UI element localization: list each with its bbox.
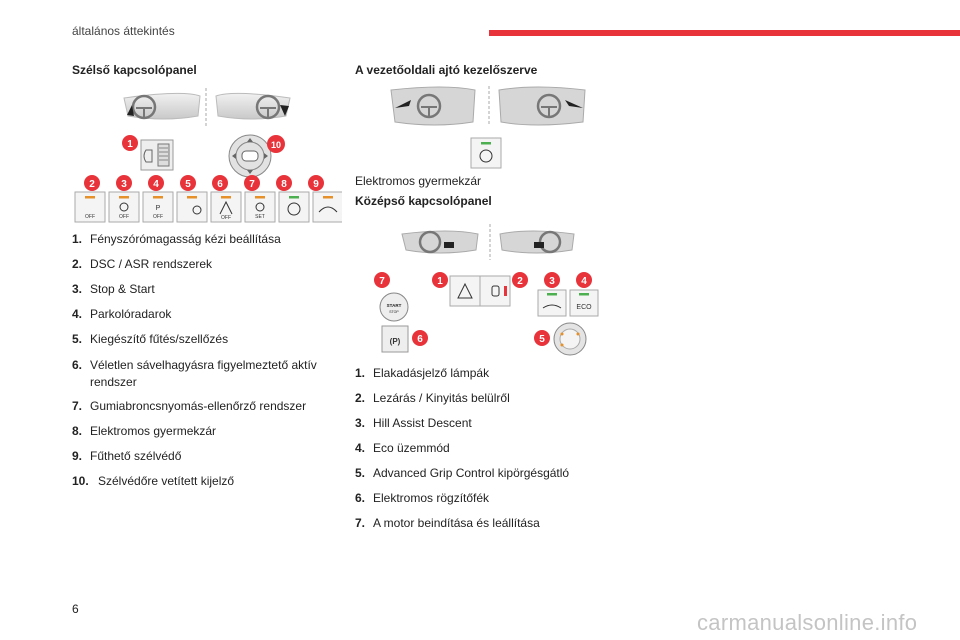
switch-buttons-row: OFF OFF P OFF OFF SET bbox=[74, 191, 342, 223]
park-label: (P) bbox=[390, 337, 401, 346]
list-item: 3.Hill Assist Descent bbox=[355, 416, 472, 430]
door-control-illustration bbox=[390, 86, 586, 169]
eco-label: ECO bbox=[576, 304, 592, 311]
marker-label: 5 bbox=[539, 334, 545, 345]
marker-label: 8 bbox=[281, 179, 287, 190]
button-label: OFF bbox=[119, 214, 129, 220]
marker-label: 3 bbox=[121, 179, 127, 190]
center-callout-markers: 7 1 2 3 4 5 6 bbox=[374, 272, 592, 346]
center-switch-panel-illustration: START STOP (P) ECO 7 1 2 3 4 5 6 bbox=[374, 224, 599, 356]
page-number: 6 bbox=[72, 602, 79, 616]
list-item: 2.DSC / ASR rendszerek bbox=[72, 257, 213, 271]
marker-label: 9 bbox=[313, 179, 319, 190]
svg-text:P: P bbox=[156, 205, 161, 212]
list-item: 4.Eco üzemmód bbox=[355, 441, 450, 455]
list-item: 1.Fényszórómagasság kézi beállítása bbox=[72, 232, 281, 246]
list-item: 6.Véletlen sávelhagyásra figyelmeztető a… bbox=[72, 358, 317, 389]
steering-wheel-controls-icon bbox=[228, 134, 272, 178]
marker-label: 1 bbox=[127, 139, 133, 150]
left-section-title: Szélső kapcsolópanel bbox=[72, 63, 197, 77]
list-item: 10.Szélvédőre vetített kijelző bbox=[72, 474, 235, 488]
marker-label: 6 bbox=[417, 334, 423, 345]
button-label: SET bbox=[255, 214, 265, 220]
list-item: 2.Lezárás / Kinyitás belülről bbox=[355, 391, 510, 405]
marker-label: 6 bbox=[217, 179, 223, 190]
hill-assist-eco-buttons-icon: ECO bbox=[537, 289, 599, 317]
door-right-icon bbox=[498, 86, 586, 126]
list-item: 9.Fűthető szélvédő bbox=[72, 449, 182, 463]
list-item: 7.A motor beindítása és leállítása bbox=[355, 516, 540, 530]
child-lock-button-icon bbox=[470, 137, 502, 169]
callout-markers: 1 2 3 4 5 6 7 8 9 10 bbox=[84, 135, 324, 191]
center-dashboard-left-icon bbox=[401, 230, 479, 254]
headlamp-height-control-icon bbox=[140, 139, 174, 171]
marker-label: 2 bbox=[89, 179, 95, 190]
marker-label: 5 bbox=[185, 179, 191, 190]
marker-label: 1 bbox=[437, 276, 443, 287]
start-label: START bbox=[387, 303, 402, 308]
marker-label: 4 bbox=[153, 179, 159, 190]
outer-switch-panel-illustration: OFF OFF P OFF OFF SET 1 2 3 4 5 6 7 8 bbox=[74, 88, 342, 223]
grip-control-dial-icon bbox=[553, 322, 587, 356]
list-item: 4.Parkolóradarok bbox=[72, 307, 172, 321]
list-item: 5.Kiegészítő fűtés/szellőzés bbox=[72, 332, 229, 346]
center-section-title: Középső kapcsolópanel bbox=[355, 194, 492, 208]
button-label: OFF bbox=[153, 214, 163, 220]
parking-brake-button-icon: (P) bbox=[381, 325, 409, 353]
button-label: OFF bbox=[221, 215, 231, 221]
right-legend-list: 1.Elakadásjelző lámpák 2.Lezárás / Kinyi… bbox=[355, 366, 635, 541]
list-item: 8.Elektromos gyermekzár bbox=[72, 424, 217, 438]
door-section-title: A vezetőoldali ajtó kezelőszerve bbox=[355, 63, 538, 77]
button-label: OFF bbox=[85, 214, 95, 220]
list-item: 5.Advanced Grip Control kipörgésgátló bbox=[355, 466, 570, 480]
marker-label: 2 bbox=[517, 276, 523, 287]
hazard-lock-buttons-icon bbox=[449, 275, 511, 307]
marker-label: 7 bbox=[249, 179, 255, 190]
start-stop-button-icon: START STOP bbox=[379, 292, 409, 322]
dashboard-right-icon bbox=[215, 92, 291, 120]
list-item: 7.Gumiabroncsnyomás-ellenőrző rendszer bbox=[72, 399, 307, 413]
left-legend-list: 1.Fényszórómagasság kézi beállítása 2.DS… bbox=[72, 232, 337, 499]
stop-label: STOP bbox=[389, 310, 399, 314]
list-item: 3.Stop & Start bbox=[72, 282, 155, 296]
header-accent-bar bbox=[489, 30, 960, 36]
marker-label: 3 bbox=[549, 276, 555, 287]
watermark: carmanualsonline.info bbox=[697, 610, 918, 635]
door-left-icon bbox=[390, 86, 476, 126]
center-dashboard-right-icon bbox=[499, 230, 575, 254]
dashboard-left-icon bbox=[123, 92, 201, 120]
child-lock-caption: Elektromos gyermekzár bbox=[355, 174, 482, 188]
list-item: 1.Elakadásjelző lámpák bbox=[355, 366, 490, 380]
marker-label: 7 bbox=[379, 276, 385, 287]
list-item: 6.Elektromos rögzítőfék bbox=[355, 491, 490, 505]
marker-label: 4 bbox=[581, 276, 587, 287]
section-header: általános áttekintés bbox=[72, 24, 175, 38]
marker-label: 10 bbox=[271, 140, 281, 150]
